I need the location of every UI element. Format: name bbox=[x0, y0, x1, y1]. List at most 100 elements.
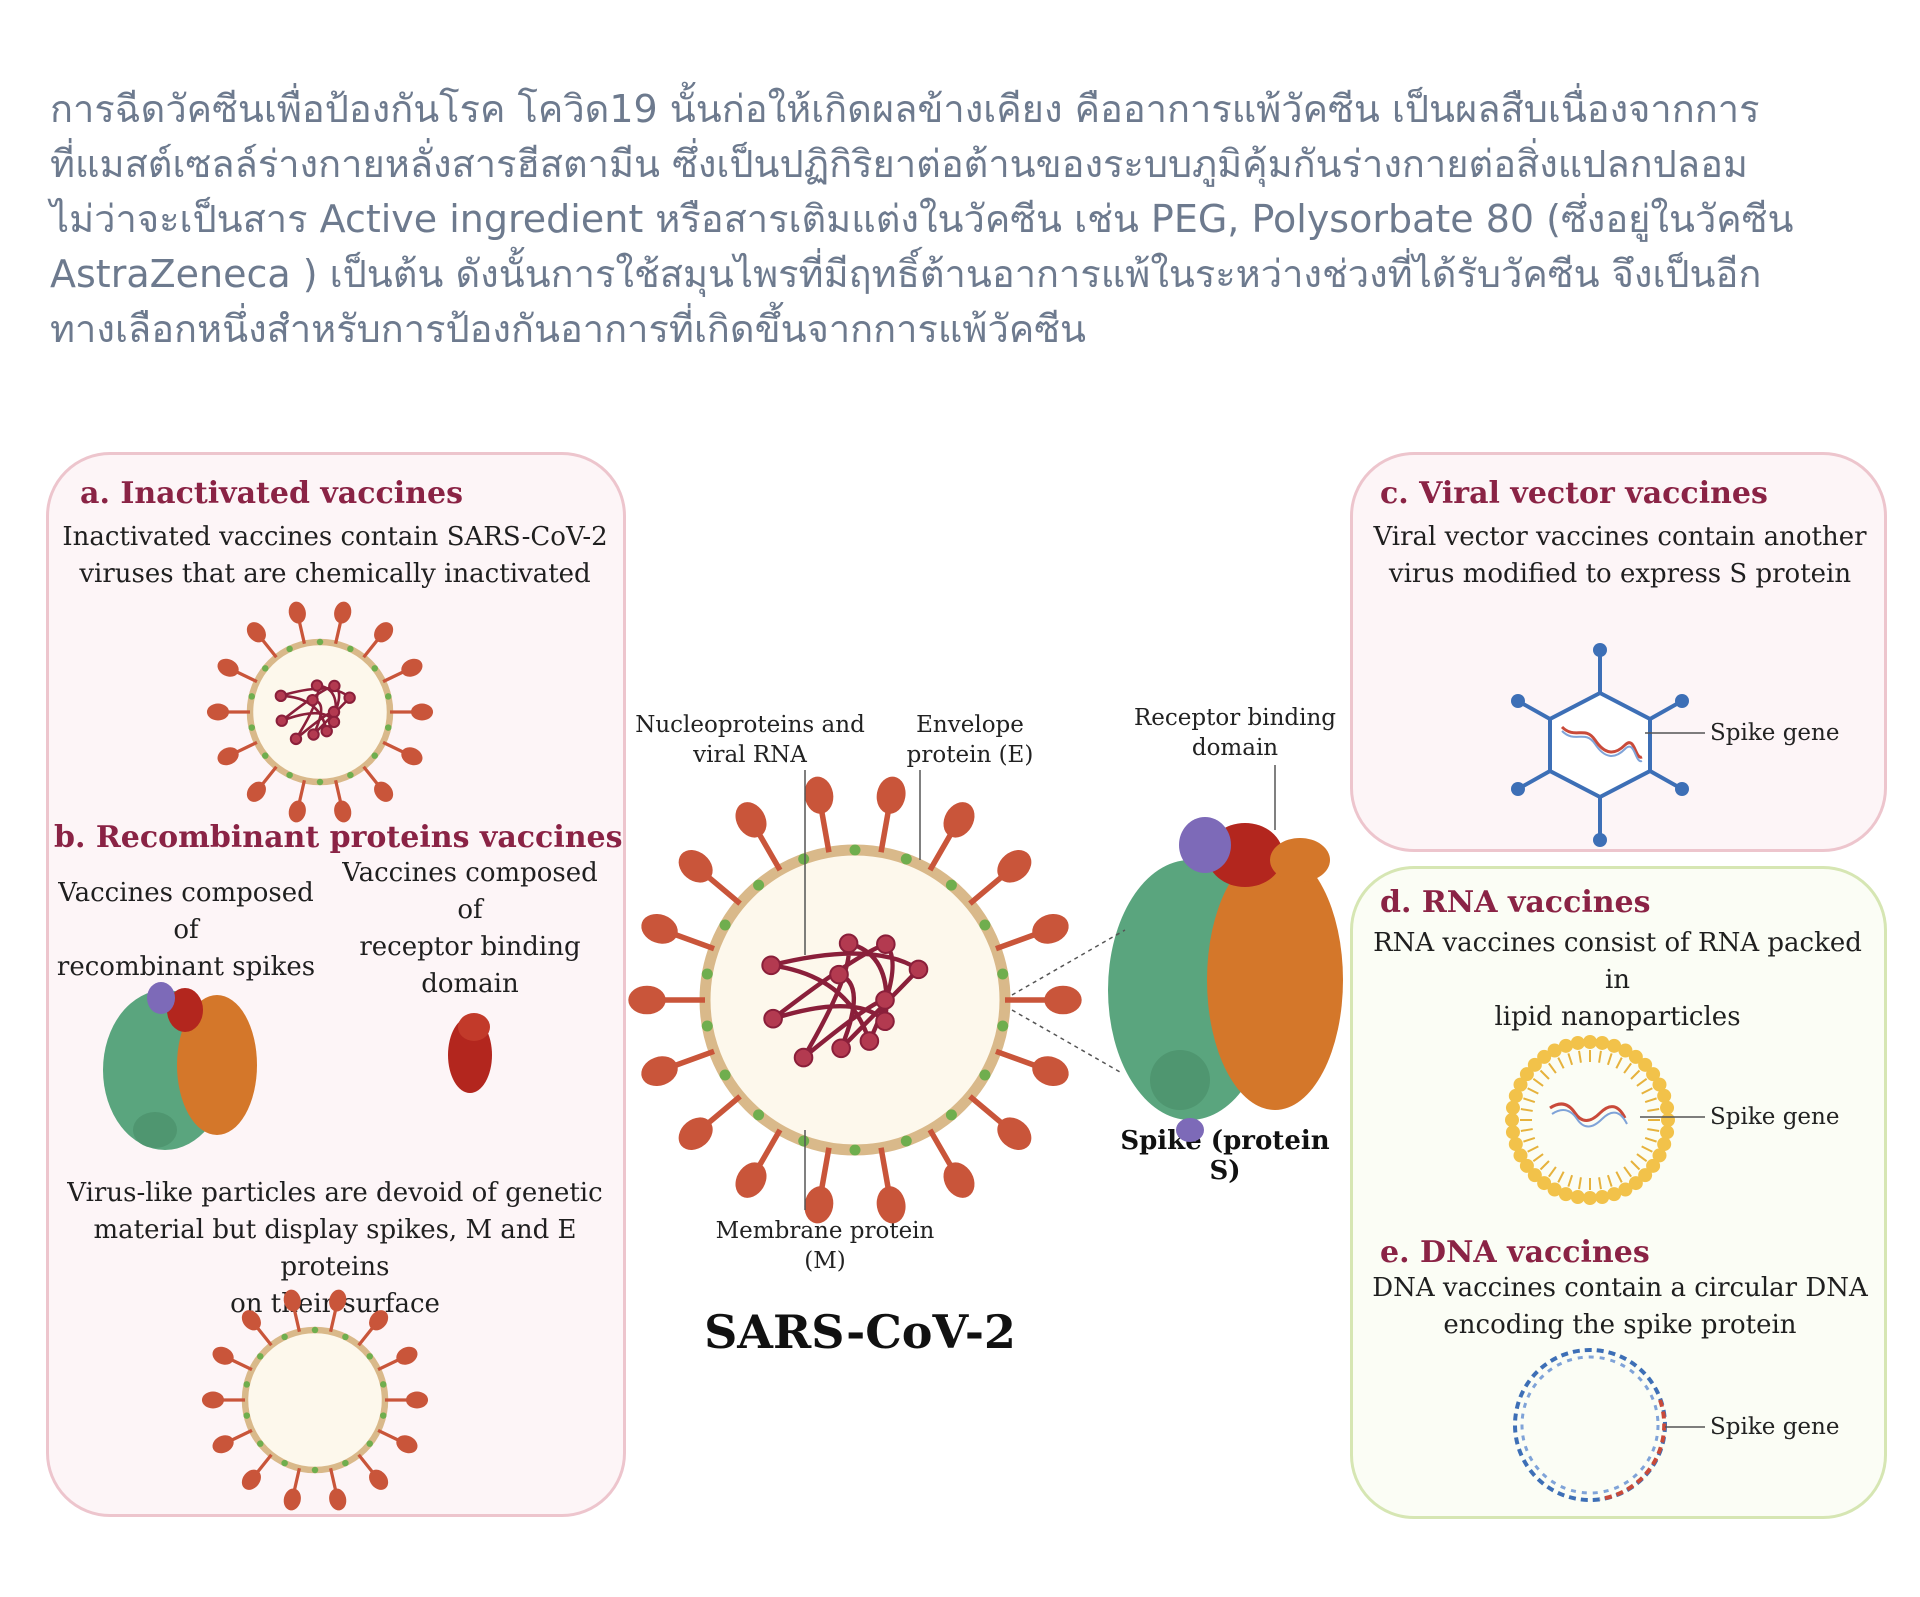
dna-plasmid-icon bbox=[1513, 1348, 1667, 1502]
spike-glycoprotein bbox=[410, 703, 434, 721]
recombinant-spike-icon bbox=[103, 982, 257, 1150]
spike-glycoprotein bbox=[212, 1435, 234, 1454]
desc-line: recombinant spikes bbox=[56, 952, 316, 982]
spike-glycoprotein bbox=[405, 1391, 429, 1409]
receptor-binding-domain-icon bbox=[448, 1013, 492, 1093]
spike-glycoprotein bbox=[997, 850, 1032, 883]
membrane-protein-label: Membrane protein (M) bbox=[715, 1216, 935, 1276]
lipid-nanoparticle-icon bbox=[1505, 1035, 1675, 1205]
spike-glycoprotein bbox=[641, 913, 678, 944]
label-line: Nucleoproteins and bbox=[635, 712, 865, 738]
spike-glycoprotein bbox=[1032, 1056, 1069, 1087]
intro-line: ที่แมสต์เซลล์ร่างกายหลั่งสารฮีสตามีน ซึ่… bbox=[50, 142, 1748, 186]
spike-glycoprotein bbox=[1044, 985, 1082, 1015]
desc-line: Virus-like particles are devoid of genet… bbox=[67, 1178, 603, 1208]
virus-name: SARS-CoV-2 bbox=[704, 1305, 1016, 1359]
panel-a-title: a. Inactivated vaccines bbox=[80, 476, 463, 511]
spike-glycoprotein bbox=[329, 1488, 347, 1511]
desc-line: receptor binding bbox=[359, 932, 581, 962]
spike-glycoprotein bbox=[288, 601, 306, 624]
intro-line: การฉีดวัคซีนเพื่อป้องกันโรค โควิด19 นั้น… bbox=[50, 87, 1760, 131]
desc-line: Vaccines composed of bbox=[58, 878, 314, 945]
spike-glycoprotein bbox=[283, 1289, 301, 1312]
inactivated-virus-icon bbox=[206, 601, 434, 823]
spike-glycoprotein bbox=[246, 622, 266, 643]
spike-glycoprotein bbox=[374, 781, 394, 802]
spike-glycoprotein bbox=[369, 1469, 389, 1490]
desc-line: virus modified to express S protein bbox=[1388, 559, 1852, 589]
spike-glycoprotein bbox=[735, 1162, 767, 1198]
desc-line: Vaccines composed of bbox=[342, 858, 598, 925]
spike-glycoprotein bbox=[1032, 913, 1069, 944]
spike-glycoprotein bbox=[374, 622, 394, 643]
intro-paragraph: การฉีดวัคซีนเพื่อป้องกันโรค โควิด19 นั้น… bbox=[50, 82, 1900, 357]
panel-c-title: c. Viral vector vaccines bbox=[1380, 476, 1768, 511]
spike-glycoprotein bbox=[396, 1346, 418, 1365]
desc-line: encoding the spike protein bbox=[1443, 1310, 1797, 1340]
spike-glycoprotein bbox=[401, 747, 423, 766]
vlp-description: Virus-like particles are devoid of genet… bbox=[50, 1175, 620, 1323]
label-line: Receptor binding bbox=[1133, 705, 1337, 731]
envelope-protein-label: Envelope protein (E) bbox=[890, 710, 1050, 770]
label-line: protein (E) bbox=[906, 742, 1034, 768]
panel-d-title: d. RNA vaccines bbox=[1380, 885, 1651, 920]
panel-e-description: DNA vaccines contain a circular DNA enco… bbox=[1365, 1270, 1875, 1344]
spike-glycoprotein bbox=[735, 802, 767, 838]
spike-glycoprotein bbox=[678, 850, 713, 883]
panel-a-description: Inactivated vaccines contain SARS-CoV-2 … bbox=[60, 519, 610, 593]
intro-line: ไม่ว่าจะเป็นสาร Active ingredient หรือสา… bbox=[50, 197, 1794, 241]
vector-spike-gene-label: Spike gene bbox=[1710, 720, 1840, 746]
spike-glycoprotein bbox=[217, 658, 239, 677]
recombinant-spikes-label: Vaccines composed of recombinant spikes bbox=[46, 875, 326, 986]
intro-line: AstraZeneca ) เป็นต้น ดังนั้นการใช้สมุนไ… bbox=[50, 252, 1762, 296]
label-line: (M) bbox=[804, 1248, 846, 1274]
label-line: domain bbox=[1191, 735, 1279, 761]
spike-glycoprotein bbox=[641, 1056, 678, 1087]
sars-cov-2-virus-icon bbox=[628, 776, 1082, 1224]
desc-line: Inactivated vaccines contain SARS-CoV-2 bbox=[62, 522, 608, 552]
spike-glycoprotein bbox=[288, 800, 306, 823]
spike-glycoprotein bbox=[678, 1117, 713, 1150]
rbd-vaccine-label: Vaccines composed of receptor binding do… bbox=[330, 855, 610, 1003]
spike-glycoprotein bbox=[369, 1310, 389, 1331]
viral-vector-icon bbox=[1511, 643, 1689, 847]
desc-line: DNA vaccines contain a circular DNA bbox=[1372, 1273, 1868, 1303]
spike-glycoprotein bbox=[876, 776, 906, 814]
spike-glycoprotein bbox=[217, 747, 239, 766]
desc-line: viruses that are chemically inactivated bbox=[79, 559, 591, 589]
spike-glycoprotein bbox=[334, 800, 352, 823]
rna-spike-gene-label: Spike gene bbox=[1710, 1104, 1840, 1130]
desc-line: lipid nanoparticles bbox=[1494, 1002, 1741, 1032]
panel-d-description: RNA vaccines consist of RNA packed in li… bbox=[1360, 925, 1875, 1036]
spike-glycoprotein bbox=[329, 1289, 347, 1312]
spike-glycoprotein bbox=[943, 1162, 975, 1198]
label-line: Membrane protein bbox=[715, 1218, 935, 1244]
desc-line: Viral vector vaccines contain another bbox=[1373, 522, 1867, 552]
spike-glycoprotein bbox=[241, 1469, 261, 1490]
spike-glycoprotein bbox=[876, 1186, 906, 1224]
spike-glycoprotein bbox=[804, 776, 834, 814]
spike-glycoprotein bbox=[943, 802, 975, 838]
label-line: Envelope bbox=[916, 712, 1024, 738]
panel-c-description: Viral vector vaccines contain another vi… bbox=[1365, 519, 1875, 593]
nucleoproteins-label: Nucleoproteins and viral RNA bbox=[630, 710, 870, 770]
spike-glycoprotein bbox=[628, 985, 666, 1015]
label-line: viral RNA bbox=[693, 742, 807, 768]
spike-glycoprotein bbox=[401, 658, 423, 677]
spike-glycoprotein bbox=[283, 1488, 301, 1511]
spike-glycoprotein bbox=[246, 781, 266, 802]
spike-glycoprotein bbox=[804, 1186, 834, 1224]
spike-glycoprotein bbox=[334, 601, 352, 624]
receptor-binding-domain-label: Receptor binding domain bbox=[1120, 703, 1350, 763]
spike-glycoprotein bbox=[212, 1346, 234, 1365]
desc-line: RNA vaccines consist of RNA packed in bbox=[1373, 928, 1862, 995]
spike-glycoprotein bbox=[206, 703, 230, 721]
desc-line: material but display spikes, M and E pro… bbox=[93, 1215, 577, 1282]
spike-glycoprotein bbox=[997, 1117, 1032, 1150]
panel-b-title: b. Recombinant proteins vaccines bbox=[54, 820, 623, 855]
desc-line: domain bbox=[421, 969, 519, 999]
dna-spike-gene-label: Spike gene bbox=[1710, 1414, 1840, 1440]
intro-line: ทางเลือกหนึ่งสำหรับการป้องกันอาการที่เกิ… bbox=[50, 307, 1087, 351]
spike-protein-structure-icon bbox=[1108, 817, 1343, 1142]
